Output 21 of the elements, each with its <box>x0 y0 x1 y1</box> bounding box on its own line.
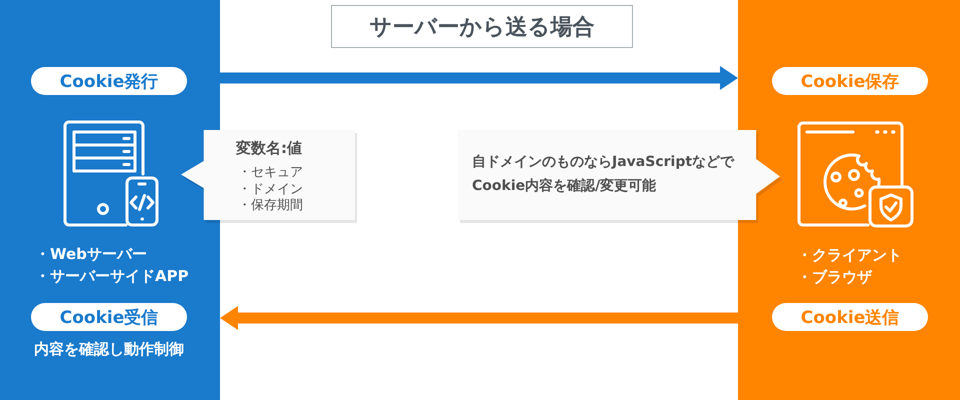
callout-bubble <box>181 130 357 223</box>
step-pill: Cookie発行 <box>31 67 187 95</box>
callout-bubble <box>458 130 782 223</box>
arrow <box>220 66 738 90</box>
arrow <box>220 306 738 330</box>
list-item: ・ブラウザ <box>797 267 872 288</box>
step-pill: Cookie送信 <box>772 303 928 331</box>
client-panel <box>738 0 960 400</box>
callout-text: 自ドメインのものならJavaScriptなどでCookie内容を確認/変更可能 <box>472 153 736 196</box>
step-pill: Cookie受信 <box>31 303 187 331</box>
list-item: ・Webサーバー <box>35 244 147 265</box>
list-item: ・保存期間 <box>238 198 303 214</box>
list-item: ・クライアント <box>797 245 902 266</box>
list-item: ・サーバーサイドAPP <box>35 266 189 287</box>
step-pill: Cookie保存 <box>772 67 928 95</box>
diagram-title: サーバーから送る場合 <box>331 5 633 48</box>
callout-heading: 変数名:値 <box>236 138 302 158</box>
server-panel <box>0 0 220 400</box>
list-item: ・セキュア <box>238 165 303 182</box>
list-item: ・ドメイン <box>238 182 303 198</box>
step-caption: 内容を確認し動作制御 <box>33 339 185 359</box>
